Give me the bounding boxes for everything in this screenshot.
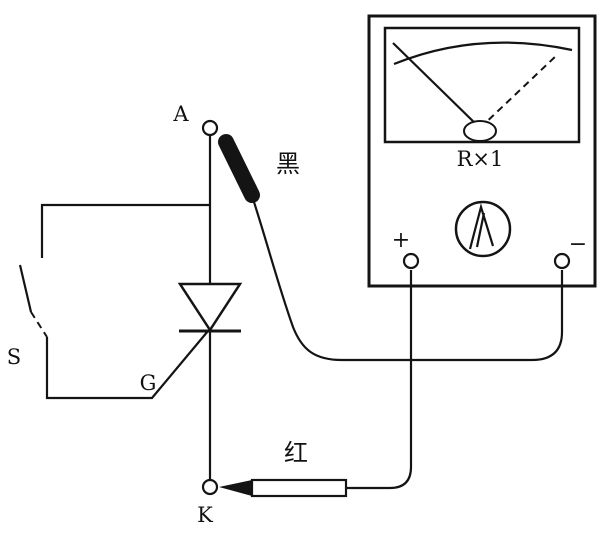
cathode-terminal-circle	[201, 478, 219, 496]
zero-adjust-dial	[454, 200, 512, 258]
switch-label: S	[7, 345, 21, 369]
dial-pointer-inner	[475, 212, 486, 248]
cathode-label: K	[197, 503, 213, 527]
plus-label: +	[392, 228, 410, 253]
gate-loop-top-wire	[40, 203, 209, 258]
red-probe-wire	[346, 270, 413, 490]
red-probe-body	[250, 478, 348, 498]
anode-terminal-circle	[201, 119, 219, 137]
black-probe-wire	[250, 195, 564, 362]
gate-label: G	[140, 371, 157, 395]
meter-pivot	[463, 120, 497, 142]
switch-open-dashed-line	[30, 311, 48, 338]
meter-needle	[392, 42, 481, 129]
red-probe-label: 红	[284, 439, 308, 467]
gate-loop-bottom-wire	[45, 330, 209, 400]
range-label: R×1	[457, 147, 504, 171]
meter-needle-dashed-position	[479, 54, 558, 129]
black-probe-label: 黑	[276, 150, 300, 178]
black-probe-body	[218, 134, 260, 203]
minus-terminal-jack	[553, 252, 571, 270]
plus-terminal-jack	[402, 252, 420, 270]
anode-label: A	[172, 102, 189, 126]
meter-scale-arc	[393, 41, 573, 66]
minus-label: −	[569, 232, 587, 257]
red-probe-tip	[219, 480, 252, 496]
dial-pointer	[468, 202, 495, 250]
thyristor-triangle	[177, 282, 243, 333]
switch-blade	[18, 264, 33, 313]
